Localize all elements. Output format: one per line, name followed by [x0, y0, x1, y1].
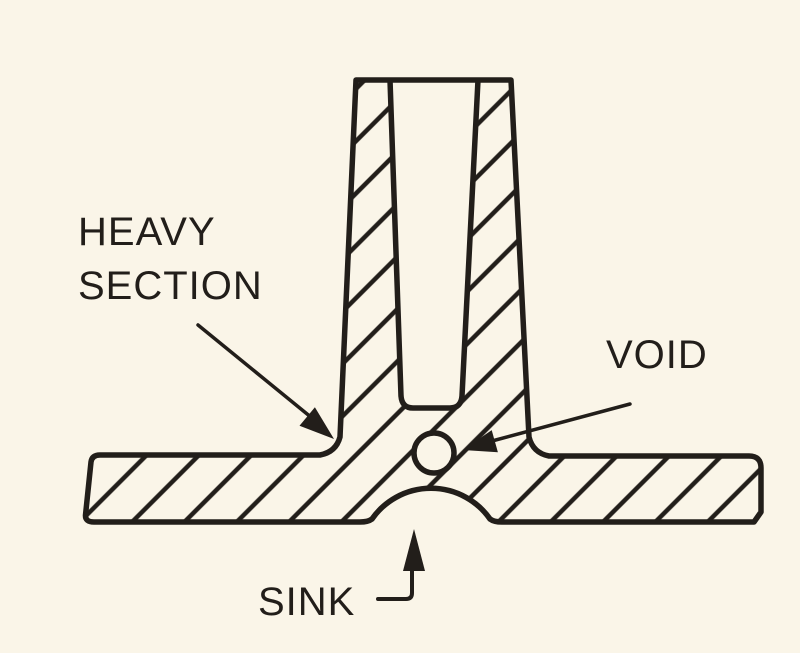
sink-arrowhead-icon — [403, 529, 425, 571]
sink-leader-line — [376, 566, 414, 601]
heavy-section-leader-line — [196, 323, 314, 420]
heavy-section-label-line2: SECTION — [78, 264, 263, 308]
heavy-section-arrowhead-icon — [299, 407, 334, 439]
heavy-section-label-line1: HEAVY — [78, 210, 216, 254]
part-cross-section — [82, 77, 764, 525]
sink-label: SINK — [258, 580, 355, 624]
void-leader-line — [490, 402, 632, 443]
void-arrowhead-icon — [463, 430, 498, 453]
void-label: VOID — [606, 333, 708, 377]
